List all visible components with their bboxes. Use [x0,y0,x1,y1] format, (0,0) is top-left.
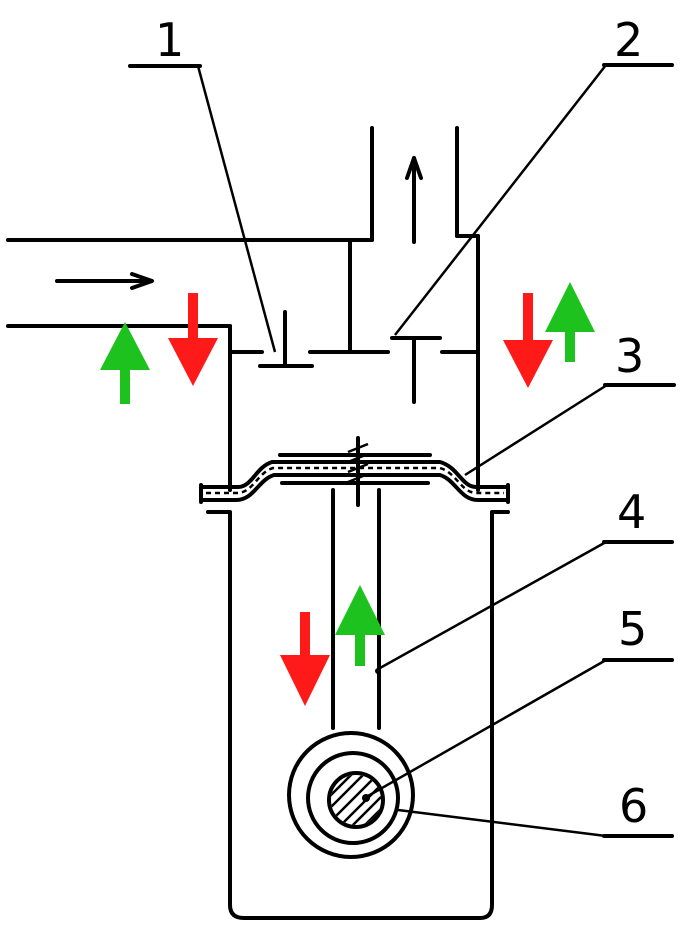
outlet-flow-arrow [405,156,423,244]
leader-lines [128,63,676,838]
label-5: 5 [618,602,647,656]
label-4: 4 [617,485,646,539]
label-3: 3 [615,329,644,383]
outlet-valve [390,336,442,404]
connecting-rod [331,488,381,730]
label-2: 2 [614,13,643,67]
inlet-valve [258,310,314,368]
inlet-up-arrow [100,322,150,404]
eccentric-assembly [287,731,415,859]
crankshaft [331,775,381,825]
outlet-pipe [370,126,480,242]
lower-housing [206,510,510,920]
inlet-flow-arrow [55,272,154,290]
inlet-down-arrow [168,293,218,386]
outlet-down-arrow [503,293,553,388]
rod-down-arrow [280,612,330,706]
valve-chamber [228,234,480,492]
outlet-up-arrow [545,282,595,362]
rod-up-arrow [335,585,385,666]
diaphragm-bolt [347,436,369,507]
label-1: 1 [155,13,184,67]
label-6: 6 [619,779,648,833]
